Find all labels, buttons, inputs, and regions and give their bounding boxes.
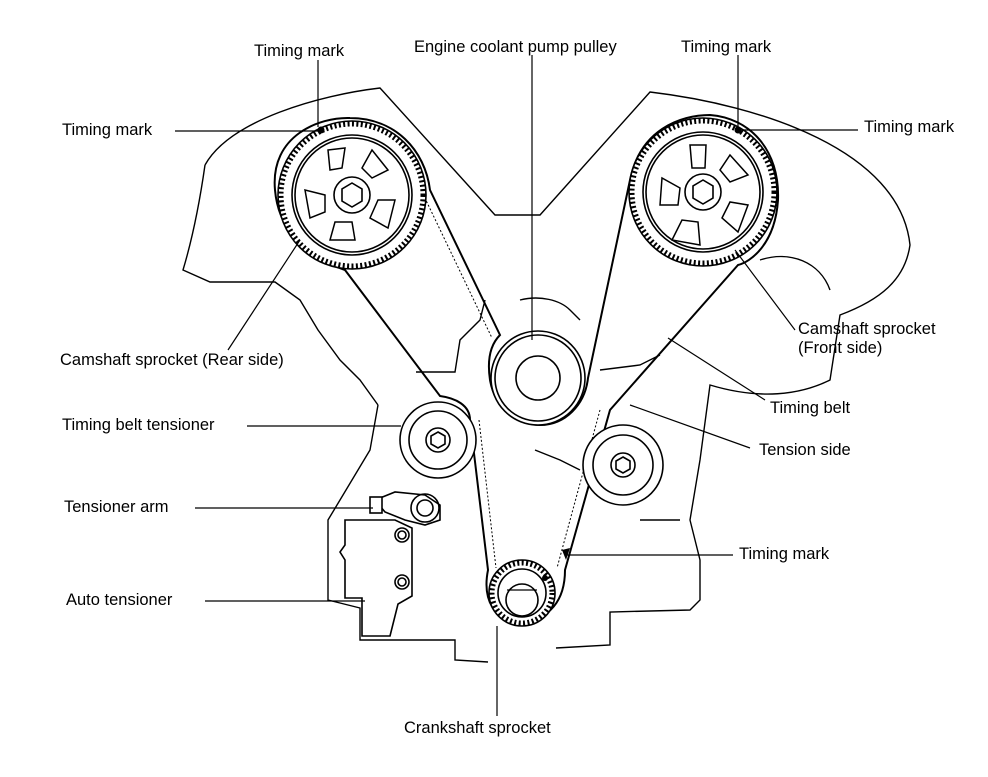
label-crankshaft-sprocket: Crankshaft sprocket (404, 719, 551, 737)
label-camshaft-sprocket-front: Camshaft sprocket (Front side) (798, 320, 936, 357)
leader-lines (175, 55, 858, 716)
timing-belt-tensioner (399, 401, 477, 479)
label-timing-belt: Timing belt (770, 399, 851, 417)
crankshaft-sprocket (488, 548, 570, 627)
label-auto-tensioner: Auto tensioner (66, 591, 173, 609)
idler-pulley (582, 424, 664, 506)
label-timing-mark-left: Timing mark (62, 121, 153, 139)
coolant-pump-pulley (490, 330, 586, 426)
label-timing-mark-top-right: Timing mark (681, 38, 772, 56)
tensioner-arm (369, 491, 441, 526)
label-timing-mark-top-left: Timing mark (254, 42, 345, 60)
camshaft-sprocket-rear (277, 120, 427, 270)
auto-tensioner (339, 519, 413, 637)
label-camshaft-sprocket-rear: Camshaft sprocket (Rear side) (60, 351, 284, 369)
label-coolant-pump-pulley: Engine coolant pump pulley (414, 38, 617, 56)
label-tensioner-arm: Tensioner arm (64, 498, 169, 516)
label-timing-mark-right: Timing mark (864, 118, 955, 136)
label-timing-belt-tensioner: Timing belt tensioner (62, 416, 215, 434)
label-timing-mark-crank: Timing mark (739, 545, 830, 563)
label-tension-side: Tension side (759, 441, 851, 459)
camshaft-sprocket-front (628, 117, 778, 267)
